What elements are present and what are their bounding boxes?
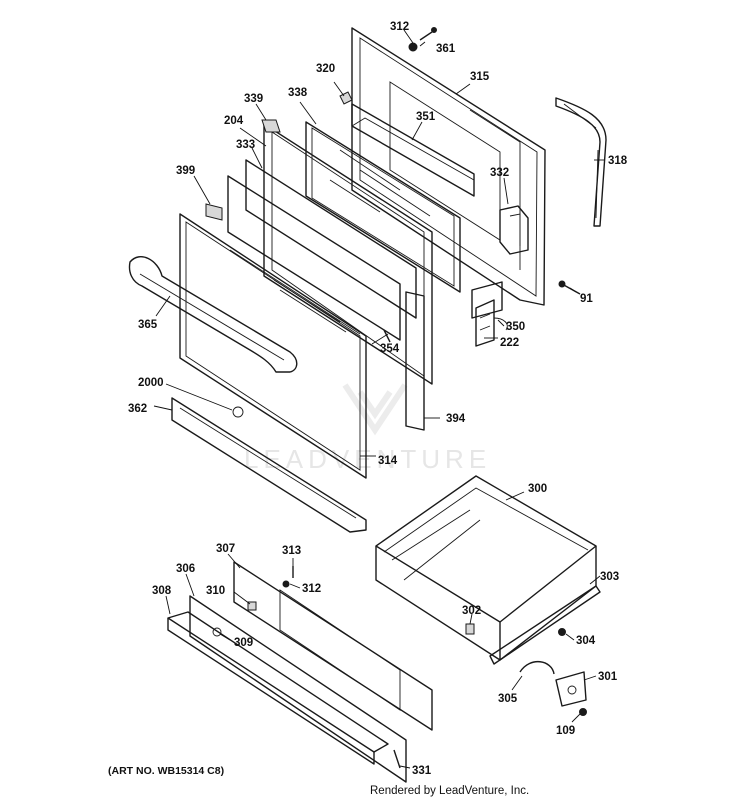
callout-313: 313 [282, 545, 301, 557]
callout-312a: 312 [390, 21, 409, 33]
callout-308: 308 [152, 585, 172, 597]
part-320-clip [339, 91, 353, 105]
art-number: (ART NO. WB15314 C8) [108, 765, 224, 777]
part-339-204-frame [261, 119, 433, 385]
callout-350: 350 [506, 321, 525, 333]
part-365-door-handle [128, 256, 298, 373]
callout-354: 354 [380, 343, 400, 355]
rendered-by-credit: Rendered by LeadVenture, Inc. [370, 785, 529, 797]
callout-315: 315 [470, 71, 490, 83]
part-313-312-screws [282, 566, 294, 588]
callout-302: 302 [462, 605, 481, 617]
part-318-door-gasket [555, 97, 607, 227]
callout-312b: 312 [302, 583, 321, 595]
callout-362: 362 [128, 403, 147, 415]
callout-394: 394 [446, 413, 466, 425]
part-306-308-drawer-front [167, 595, 407, 783]
watermark-text: LEADVENTURE [244, 444, 491, 474]
part-338-glass [305, 121, 461, 293]
part-305-301-109-hardware [519, 661, 587, 716]
callout-300: 300 [528, 483, 547, 495]
callout-339: 339 [244, 93, 263, 105]
part-350-222-hinge [471, 281, 508, 347]
callout-351: 351 [416, 111, 436, 123]
part-332-bracket [499, 205, 529, 255]
callout-320: 320 [316, 63, 335, 75]
part-394-side-trim [405, 291, 425, 431]
part-362-vent-trim [171, 397, 367, 533]
callout-306: 306 [176, 563, 195, 575]
part-303-rail [489, 585, 601, 665]
callout-333: 333 [236, 139, 255, 151]
callout-318: 318 [608, 155, 628, 167]
callout-304: 304 [576, 635, 596, 647]
callout-91: 91 [580, 293, 593, 305]
callout-305: 305 [498, 693, 518, 705]
part-333-panel [245, 159, 417, 319]
callout-2000: 2000 [138, 377, 164, 389]
leader-lines [153, 29, 604, 769]
callout-307: 307 [216, 543, 235, 555]
callout-399: 399 [176, 165, 195, 177]
callout-301: 301 [598, 671, 618, 683]
callout-309: 309 [234, 637, 253, 649]
callout-labels: 312 361 320 315 339 338 351 204 318 333 … [128, 21, 628, 777]
callout-303: 303 [600, 571, 619, 583]
callout-361: 361 [436, 43, 456, 55]
part-351-bar [351, 103, 475, 197]
part-307-drawer-panel [233, 561, 433, 731]
part-315-door-inner-panel [351, 27, 546, 306]
part-331-screw [393, 749, 401, 769]
callout-331: 331 [412, 765, 432, 777]
callout-222: 222 [500, 337, 519, 349]
callout-338: 338 [288, 87, 308, 99]
callout-332: 332 [490, 167, 509, 179]
callout-314: 314 [378, 455, 398, 467]
part-314-outer-door-panel [179, 213, 367, 479]
part-354-screw [383, 329, 391, 343]
leadventure-watermark: LEADVENTURE [244, 383, 491, 474]
part-312-361-screw [408, 27, 437, 52]
callout-365: 365 [138, 319, 158, 331]
callout-109: 109 [556, 725, 575, 737]
part-91-screw [558, 280, 581, 295]
callout-310: 310 [206, 585, 225, 597]
part-399-inner-door [205, 175, 401, 341]
callout-204: 204 [224, 115, 244, 127]
